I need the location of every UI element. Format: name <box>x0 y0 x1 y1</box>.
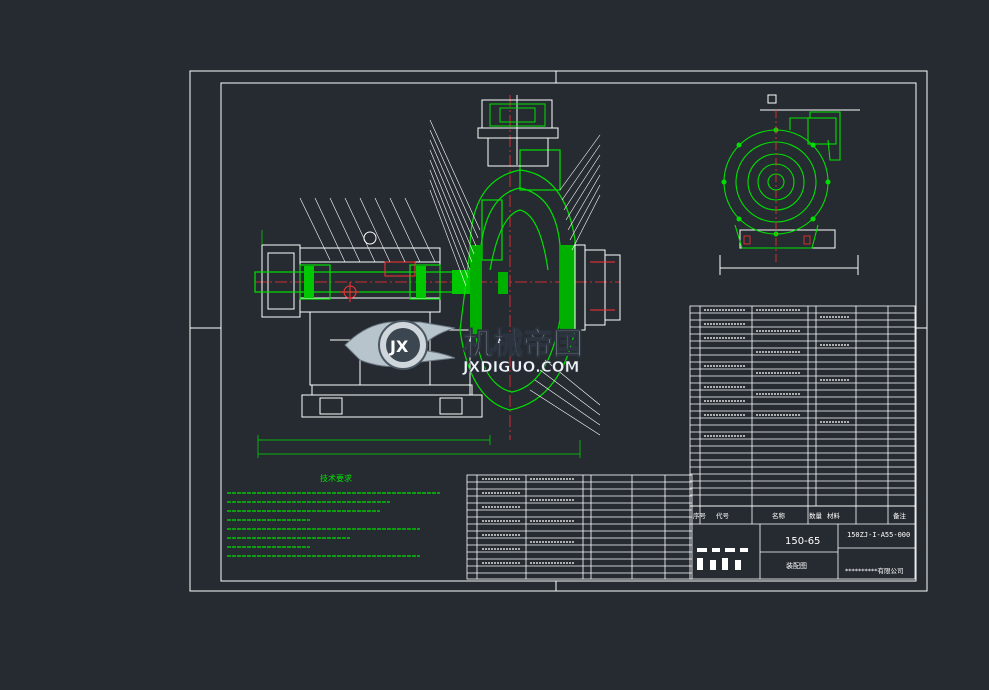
parts-list-text-marks <box>482 309 850 564</box>
drawing-name: 装配图 <box>786 561 807 570</box>
drawing-number: 150ZJ-I-A55-000 <box>847 531 910 539</box>
pump-model: 150-65 <box>785 536 820 547</box>
header-qty: 数量 <box>809 511 823 520</box>
drawing-frame <box>189 70 928 592</box>
emblem-letters: JX <box>389 337 409 356</box>
notes-heading: 技术要求 <box>320 473 352 483</box>
header-remark: 备注 <box>893 511 907 520</box>
technical-notes: 技术要求 <box>227 473 440 557</box>
brand-domain: JXDIGUO.COM <box>462 358 579 376</box>
title-block: 序号 代号 名称 数量 材料 备注 150-65 150ZJ-I-A55-000… <box>689 505 916 580</box>
parts-list-left <box>466 474 693 580</box>
main-sectional-view <box>254 95 621 458</box>
side-view <box>719 94 860 275</box>
gear-emblem <box>378 320 428 370</box>
header-material: 材料 <box>827 511 841 520</box>
header-index: 序号 <box>693 511 707 520</box>
brand-name: 机械帝国 <box>463 327 583 362</box>
header-name: 名称 <box>772 511 786 520</box>
parts-list-right <box>689 305 916 507</box>
watermark-logo: JX 机械帝国 JXDIGUO.COM <box>344 320 584 376</box>
company-name: **********有限公司 <box>845 566 904 575</box>
header-code: 代号 <box>716 511 730 520</box>
